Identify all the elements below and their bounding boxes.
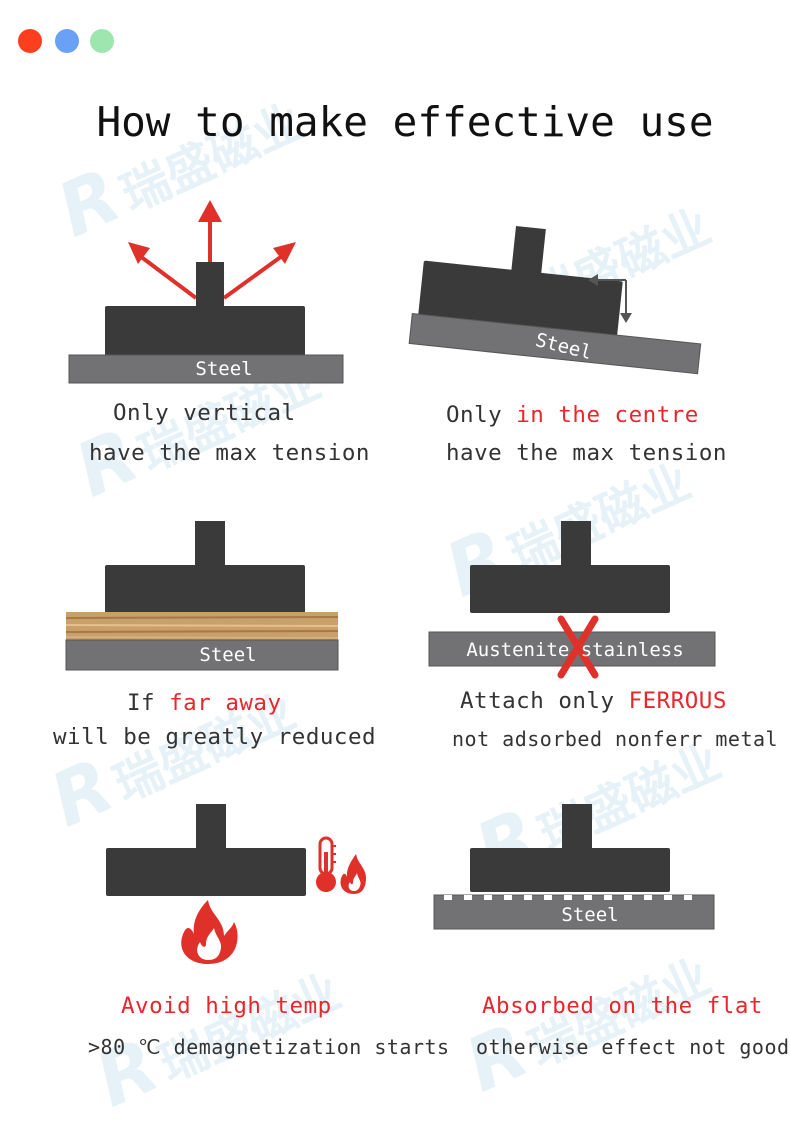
magnet-base bbox=[106, 848, 306, 896]
magnet-stem bbox=[562, 804, 592, 854]
caption-flat-line1: Absorbed on the flat bbox=[482, 993, 763, 1019]
magnet-stem bbox=[510, 225, 546, 279]
uneven-surface-notches bbox=[444, 895, 692, 900]
caption-centre-line2: have the max tension bbox=[446, 440, 727, 466]
window-zoom-dot[interactable] bbox=[90, 29, 114, 53]
magnet-base bbox=[470, 565, 670, 613]
magnet-stem bbox=[196, 262, 224, 307]
magnet-stem bbox=[561, 521, 591, 573]
window-minimize-dot[interactable] bbox=[55, 29, 79, 53]
magnet-stem bbox=[195, 521, 225, 573]
red-x-icon bbox=[557, 615, 599, 679]
steel-plate bbox=[408, 313, 702, 375]
caption-ferrous-line2: not adsorbed nonferr metal bbox=[452, 727, 779, 751]
magnet-base bbox=[105, 306, 305, 356]
wood-spacer bbox=[65, 612, 339, 640]
steel-label: Steel bbox=[195, 358, 252, 380]
vertical-pull-illustration: Steel bbox=[68, 200, 344, 384]
flat-surface-illustration: Steel bbox=[433, 804, 715, 930]
caption-gap-line2: will be greatly reduced bbox=[53, 724, 377, 750]
shear-arrows bbox=[588, 274, 632, 323]
steel-label: Steel bbox=[199, 644, 256, 666]
red-arrows bbox=[128, 200, 296, 300]
thermometer-fire-icon bbox=[316, 836, 366, 894]
magnet-stem bbox=[196, 804, 226, 854]
austenite-label: Austenite stainless bbox=[466, 639, 683, 661]
centre-pull-illustration: Steel bbox=[408, 225, 702, 375]
magnet-base bbox=[470, 848, 670, 892]
steel-plate bbox=[68, 354, 344, 384]
steel-plate bbox=[65, 639, 339, 671]
caption-gap-line1: If far away bbox=[127, 690, 282, 716]
gap-illustration: Steel bbox=[65, 521, 339, 671]
caption-vertical-line1: Only vertical bbox=[113, 400, 296, 426]
caption-heat-line1: Avoid high temp bbox=[121, 993, 332, 1019]
magnet-base bbox=[418, 260, 623, 337]
caption-centre-line1: Only in the centre bbox=[446, 402, 699, 428]
caption-vertical-line2: have the max tension bbox=[89, 440, 370, 466]
caption-ferrous-line1: Attach only FERROUS bbox=[460, 688, 727, 714]
window-close-dot[interactable] bbox=[18, 29, 42, 53]
heat-illustration bbox=[106, 804, 366, 964]
nonferrous-illustration: Austenite stainless bbox=[428, 521, 716, 679]
steel-plate bbox=[433, 894, 715, 930]
fire-icon bbox=[181, 900, 238, 964]
caption-heat-line2: >80 ℃ demagnetization starts bbox=[88, 1035, 450, 1059]
page-title: How to make effective use bbox=[96, 98, 714, 146]
magnet-base bbox=[105, 565, 305, 613]
caption-flat-line2: otherwise effect not good bbox=[476, 1035, 790, 1059]
steel-label: Steel bbox=[561, 904, 618, 926]
